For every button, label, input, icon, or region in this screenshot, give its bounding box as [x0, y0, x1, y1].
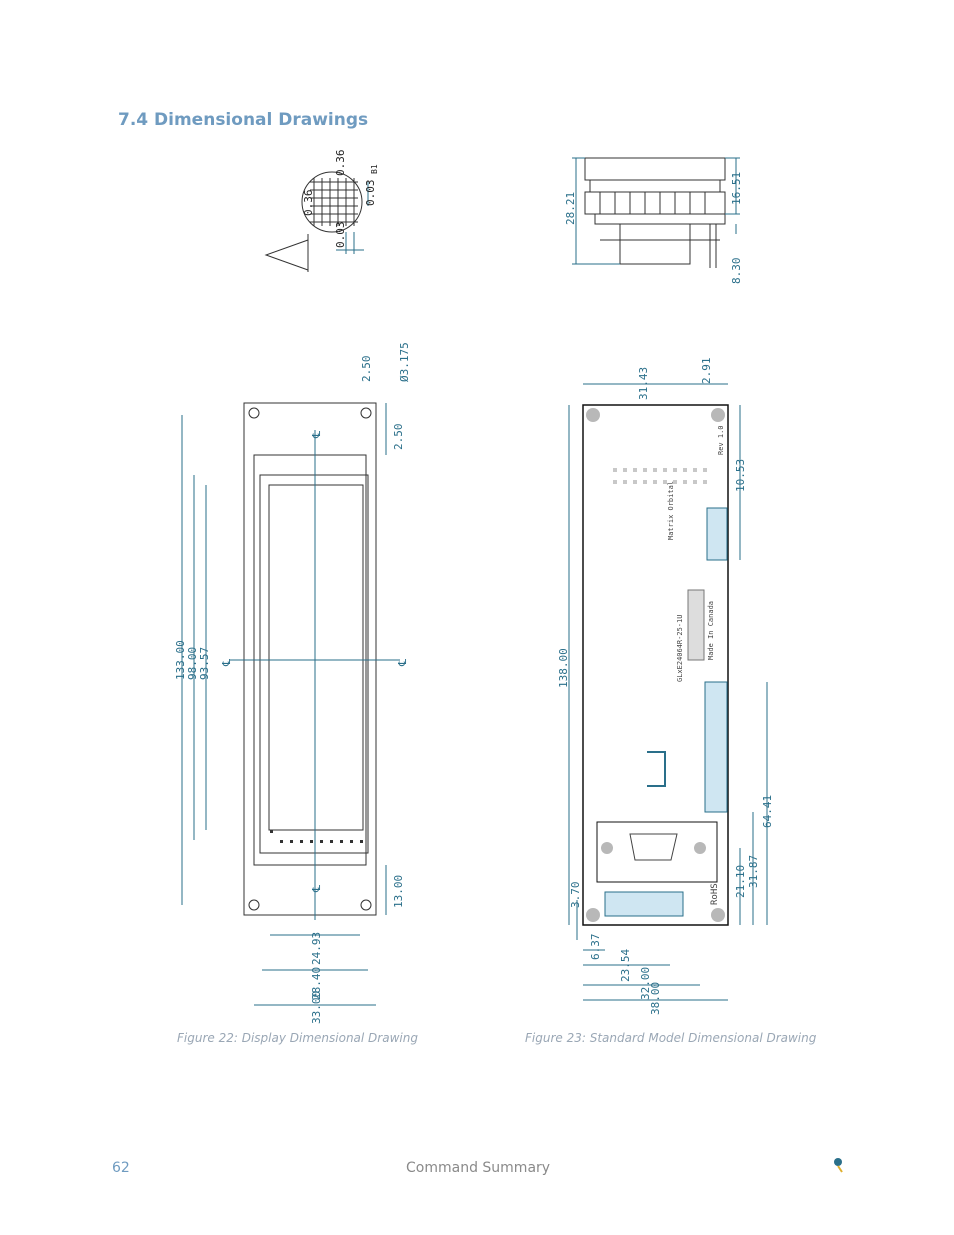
display-dim-2493: 24.93: [310, 932, 323, 965]
pixel-dim-b1: B1: [370, 164, 379, 174]
board-dim-3143: 31.43: [637, 367, 650, 400]
board-dim-2110: 21.10: [734, 865, 747, 898]
page-number: 62: [112, 1160, 130, 1176]
board-dim-3800: 38.00: [649, 982, 662, 1015]
display-centerline-top: ℄: [310, 431, 323, 439]
display-dim-right-250: 2.50: [392, 424, 405, 451]
board-made-in-label: Made In Canada: [707, 601, 715, 660]
board-dim-370: 3.70: [569, 882, 582, 909]
display-dim-hole: Ø3.175: [398, 342, 411, 382]
display-dim-133: 133.00: [174, 640, 187, 680]
display-centerline-left: ℄: [220, 659, 233, 667]
board-dim-3200: 32.00: [639, 967, 652, 1000]
figure-23-caption: Figure 23: Standard Model Dimensional Dr…: [525, 1031, 817, 1045]
section-heading: 7.4 Dimensional Drawings: [118, 110, 369, 130]
display-dim-2840: 28.40: [310, 967, 323, 1000]
side-view-drawing: 28.21 16.51 8.30: [564, 157, 743, 285]
board-company-label: Matrix Orbital: [667, 481, 675, 540]
pixel-dim-bottom: 0.03: [334, 222, 347, 249]
display-dim-right-13: 13.00: [392, 875, 405, 908]
footer-title: Command Summary: [406, 1160, 551, 1176]
display-centerline-bottom: ℄: [310, 885, 323, 893]
pixel-dim-left: 0.36: [302, 190, 315, 217]
board-dim-637: 6.37: [589, 934, 602, 961]
board-dim-13800: 138.00: [557, 648, 570, 688]
board-dim-6441: 64.41: [761, 795, 774, 828]
board-rohs-label: RoHS: [710, 883, 720, 905]
side-dim-pins: 8.30: [730, 258, 743, 285]
figure-22-caption: Figure 22: Display Dimensional Drawing: [177, 1031, 418, 1045]
board-dim-1053: 10.53: [734, 459, 747, 492]
display-dim-top-250: 2.50: [360, 356, 373, 383]
side-dim-height: 28.21: [564, 192, 577, 225]
display-dim-3300: 33.00: [310, 991, 323, 1024]
pixel-dim-right: 0.03: [364, 180, 377, 207]
display-dim-98: 98.00: [186, 647, 199, 680]
pixel-dim-top: 0.36: [334, 150, 347, 177]
display-outline-drawing: 133.00 98.00 93.57 2.50 Ø3.175 2.50 13.0…: [174, 342, 411, 1024]
board-dim-2354: 23.54: [619, 949, 632, 982]
board-model-label: GLxE24064R-25-1U: [676, 615, 684, 682]
pixel-detail-drawing: 0.36 0.36 0.03 0.03 B1: [264, 150, 379, 272]
board-drawing: 31.43 2.91 10.53 64.41 31.87 21.10 138.0…: [557, 358, 774, 1016]
display-dim-93: 93.57: [198, 647, 211, 680]
display-centerline-right: ℄: [396, 659, 409, 667]
board-rev-label: Rev 1.0: [717, 425, 725, 455]
side-dim-display: 16.51: [730, 172, 743, 205]
board-dim-3187: 31.87: [747, 855, 760, 888]
company-logo-icon: [834, 1158, 843, 1173]
board-dim-291: 2.91: [700, 358, 713, 385]
